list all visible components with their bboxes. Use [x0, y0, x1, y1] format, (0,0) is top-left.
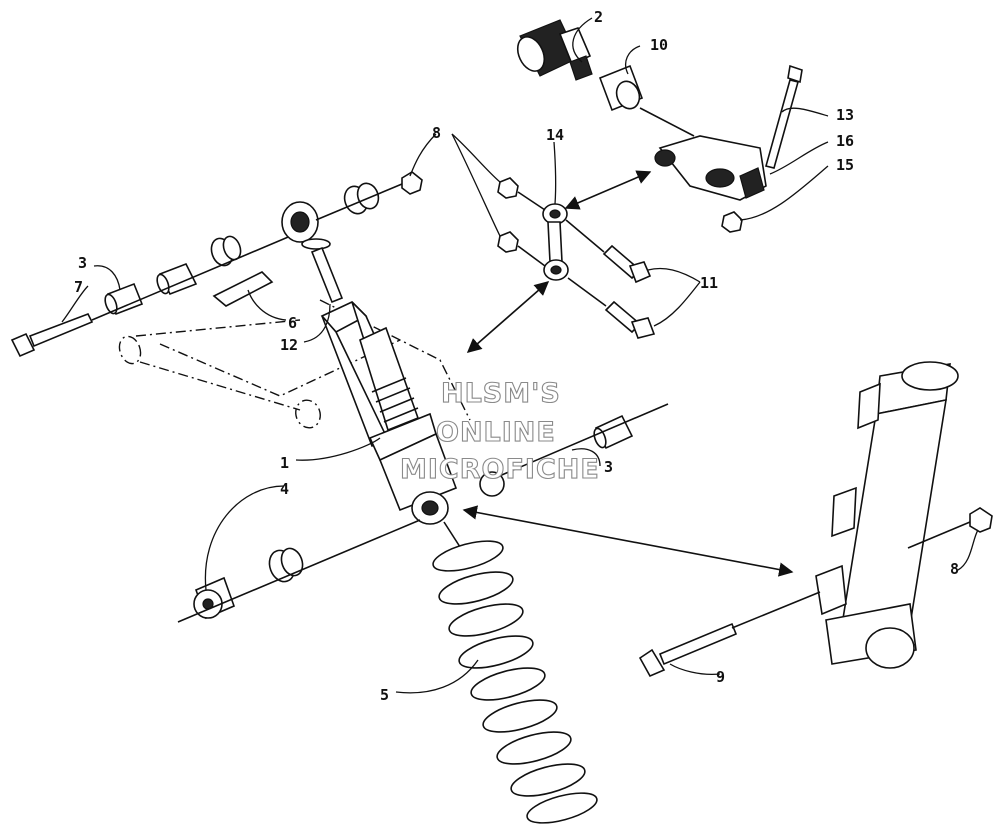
- nut-8-right: [969, 507, 993, 533]
- nut-8-upper: [497, 177, 519, 199]
- callout-6: 6: [288, 314, 297, 332]
- callout-10: 10: [650, 36, 668, 54]
- bolt-7: [10, 312, 94, 358]
- callout-7: 7: [74, 278, 83, 296]
- callout-16: 16: [836, 132, 854, 150]
- shock-top-eye: [281, 201, 331, 250]
- arrow-shock-spindle: [462, 505, 794, 577]
- arrow-bracket-link: [564, 170, 652, 210]
- callout-3-left: 3: [78, 254, 87, 272]
- bushing-flange-left: [210, 235, 242, 267]
- bolt-11-lower: [604, 300, 656, 339]
- centerline-adjuster: [639, 107, 695, 137]
- leader-lines: [61, 17, 979, 694]
- bolt-13: [765, 64, 803, 169]
- bolt-9: [638, 622, 738, 678]
- bushing-4: [268, 547, 304, 583]
- callout-1: 1: [280, 454, 289, 472]
- callout-3-right: 3: [604, 458, 613, 476]
- callout-8-top: 8: [432, 124, 441, 142]
- callout-2: 2: [594, 8, 603, 26]
- callout-11: 11: [700, 274, 718, 292]
- watermark-line-1: HLSM'S: [441, 378, 561, 409]
- nut-15: [721, 211, 743, 233]
- bushing-right-lower: [479, 471, 505, 497]
- watermark-line-2: ONLINE: [436, 417, 556, 448]
- shock-absorber: [310, 246, 458, 525]
- bolt-11-upper: [602, 244, 652, 284]
- nut-8-top: [401, 171, 423, 195]
- watermark-line-3: MICROFICHE: [400, 454, 600, 485]
- bushing-left: [156, 262, 198, 296]
- spindle: [815, 361, 959, 669]
- callout-labels: 1 2 3 3 4 5 6 7 8 8 9 10 11 12 13 14 15 …: [74, 8, 959, 704]
- spacer-3-right: [593, 414, 634, 450]
- callout-5: 5: [380, 686, 389, 704]
- callout-9: 9: [716, 668, 725, 686]
- coil-spring-5: [432, 521, 598, 824]
- watermark: HLSM'S ONLINE MICROFICHE: [399, 377, 600, 485]
- spacer-3-left: [104, 282, 144, 316]
- callout-14: 14: [546, 126, 564, 144]
- callout-12: 12: [280, 336, 298, 354]
- link-rod-14: [542, 203, 569, 281]
- nut-8-lower: [497, 231, 519, 253]
- bracket-16: [654, 135, 767, 201]
- callout-15: 15: [836, 156, 854, 174]
- bushing-top-right: [343, 182, 380, 215]
- arrow-link-arm: [466, 281, 550, 353]
- callout-8-right: 8: [950, 560, 959, 578]
- callout-13: 13: [836, 106, 854, 124]
- bushing-10: [598, 64, 644, 112]
- adjuster-knob: [516, 19, 593, 81]
- shim-6: [212, 271, 274, 307]
- callout-4: 4: [280, 480, 289, 498]
